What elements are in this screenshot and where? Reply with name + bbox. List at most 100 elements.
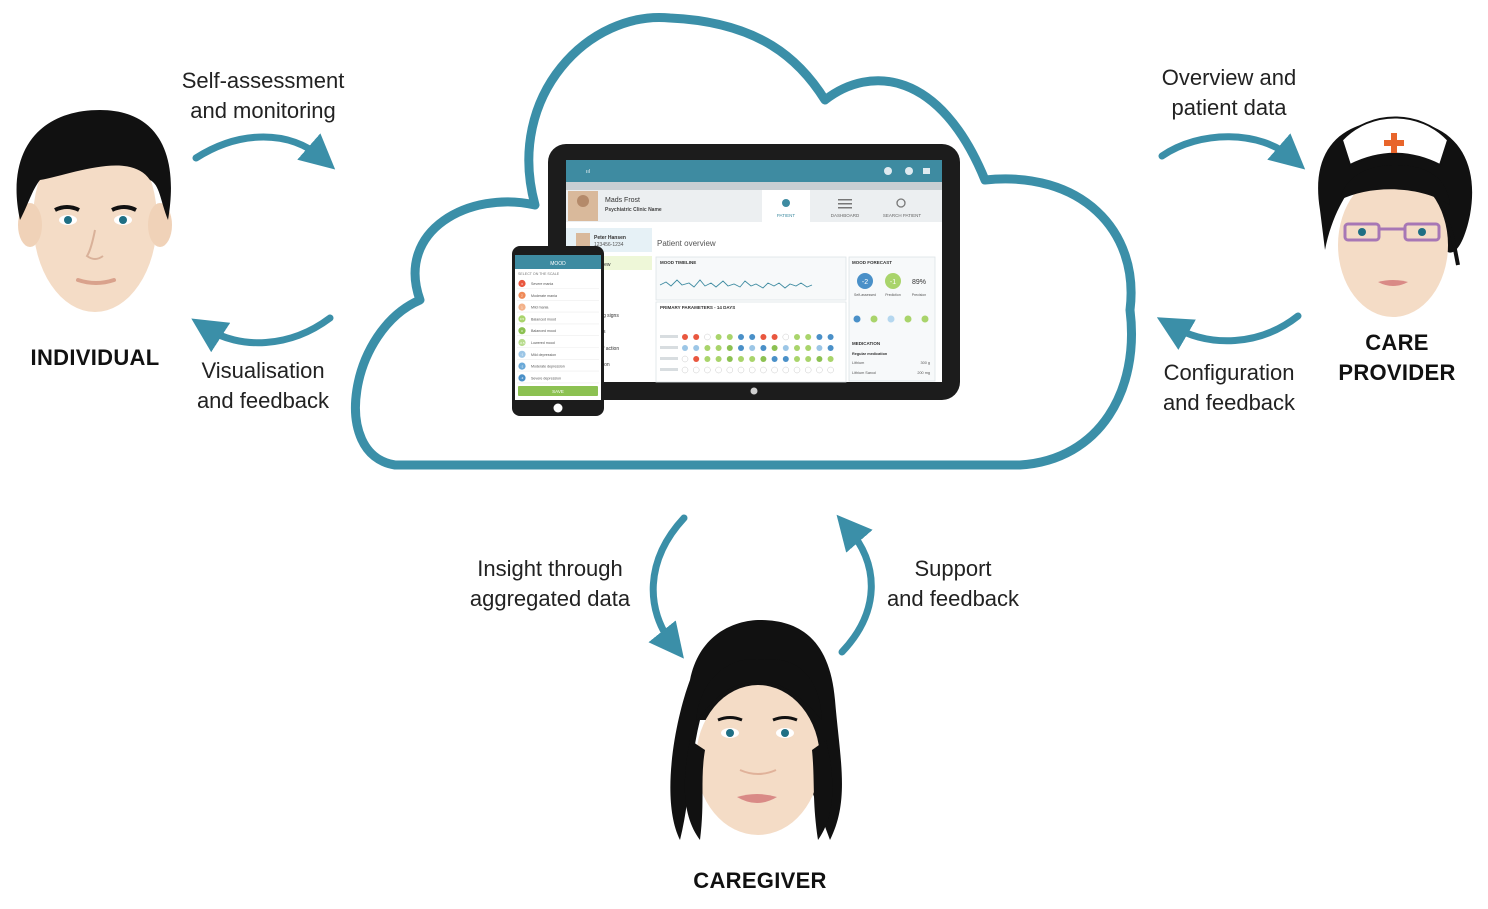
svg-text:MOOD FORECAST: MOOD FORECAST bbox=[852, 260, 892, 265]
svg-text:MOOD TIMELINE: MOOD TIMELINE bbox=[660, 260, 696, 265]
parameter-dot bbox=[816, 345, 823, 351]
parameter-dot bbox=[760, 366, 767, 374]
parameter-dot bbox=[693, 334, 700, 340]
mood-option-dot bbox=[518, 362, 526, 370]
parameter-row-label bbox=[660, 335, 678, 338]
tab-search-patient[interactable]: SEARCH PATIENT bbox=[883, 213, 922, 218]
save-button[interactable] bbox=[518, 386, 598, 396]
parameter-dot bbox=[782, 333, 790, 341]
role-caregiver: CAREGIVER bbox=[693, 868, 827, 893]
parameter-dot bbox=[794, 334, 800, 340]
parameter-dot bbox=[693, 345, 700, 351]
parameter-dot bbox=[737, 366, 745, 374]
svg-text:Self-assessed: Self-assessed bbox=[854, 293, 876, 297]
phone-header: MOOD bbox=[550, 261, 566, 267]
parameter-dot bbox=[794, 356, 800, 362]
svg-text:89%: 89% bbox=[912, 279, 926, 286]
svg-text:s: s bbox=[603, 329, 606, 335]
svg-text:Lithium Sarcol: Lithium Sarcol bbox=[852, 371, 876, 375]
parameter-dot bbox=[704, 366, 711, 374]
mood-option-value: 0 bbox=[521, 329, 523, 333]
mood-option-label: Mild mania bbox=[531, 306, 548, 310]
parameter-dot bbox=[827, 334, 834, 340]
mood-option-dot bbox=[518, 279, 526, 288]
tablet-patient-name: Mads Frost bbox=[605, 197, 640, 204]
mood-option-label: Moderate mania bbox=[531, 294, 557, 298]
mood-option-label: Lowered mood bbox=[531, 341, 555, 345]
svg-text:g signs: g signs bbox=[603, 313, 619, 319]
parameter-dot bbox=[681, 366, 689, 374]
home-button[interactable] bbox=[553, 403, 563, 413]
tab-dashboard[interactable]: DASHBOARD bbox=[831, 213, 860, 218]
mood-option-label: Severe mania bbox=[531, 282, 553, 286]
svg-text:300 g: 300 g bbox=[920, 361, 930, 365]
parameter-dot bbox=[816, 366, 823, 374]
parameter-dot bbox=[749, 345, 756, 351]
parameter-dot bbox=[704, 333, 711, 341]
parameter-dot bbox=[715, 366, 722, 374]
parameter-dot bbox=[793, 366, 801, 374]
list-patient-name: Peter Hansen bbox=[594, 235, 626, 241]
mood-option-dot bbox=[518, 350, 526, 358]
parameter-dot bbox=[760, 334, 767, 340]
parameter-dot bbox=[827, 356, 834, 362]
parameter-dot bbox=[782, 366, 790, 374]
parameter-dot bbox=[704, 356, 711, 362]
parameter-dot bbox=[715, 334, 722, 340]
person-face-icon bbox=[16, 110, 172, 312]
parameter-grid bbox=[660, 333, 834, 374]
mood-option-dot bbox=[518, 303, 526, 311]
svg-text:SELECT ON THE SCALE: SELECT ON THE SCALE bbox=[518, 272, 560, 276]
mood-option-label: Moderate depression bbox=[531, 365, 565, 369]
parameter-dot bbox=[805, 345, 812, 351]
parameter-dot bbox=[738, 356, 744, 362]
parameter-dot bbox=[816, 334, 823, 340]
mood-option-dot bbox=[518, 291, 526, 299]
arrow-icon bbox=[191, 133, 1306, 659]
mood-option[interactable]: 2 Moderate mania bbox=[517, 291, 599, 301]
mood-option-value: 2 bbox=[521, 294, 523, 298]
mood-option-value: 1 bbox=[521, 305, 523, 309]
svg-text:PRIMARY PARAMETERS - 14 DAYS: PRIMARY PARAMETERS - 14 DAYS bbox=[660, 305, 735, 310]
parameter-dot bbox=[692, 366, 700, 374]
parameter-dot bbox=[771, 345, 778, 351]
svg-text:SAVE[interactable]: SAVE bbox=[552, 389, 564, 394]
parameter-dot bbox=[827, 366, 834, 374]
nurse-face-icon bbox=[1318, 116, 1473, 317]
parameter-dot bbox=[726, 345, 733, 351]
parameter-dot bbox=[749, 356, 756, 362]
tablet-page-title: Patient overview bbox=[657, 239, 716, 248]
parameter-dot bbox=[794, 345, 800, 351]
parameter-dot bbox=[726, 334, 733, 340]
parameter-dot bbox=[681, 355, 689, 363]
mood-option[interactable]: 0 Balanced mood bbox=[517, 327, 599, 337]
svg-text:iew: iew bbox=[603, 262, 611, 268]
parameter-dot bbox=[704, 345, 711, 351]
mood-option[interactable]: 1 Mild mania bbox=[517, 303, 599, 313]
parameter-dot bbox=[805, 334, 812, 340]
parameter-dot bbox=[738, 345, 744, 351]
mood-option-dot bbox=[518, 315, 526, 323]
person-face-icon bbox=[670, 620, 842, 840]
parameter-dot bbox=[782, 356, 789, 362]
mood-option[interactable]: -0.5 Lowered mood bbox=[517, 338, 599, 348]
parameter-dot bbox=[748, 366, 756, 374]
mood-option-label: Balanced mood bbox=[531, 329, 556, 333]
svg-text:Lithium: Lithium bbox=[852, 361, 864, 365]
mood-option-value: -0.5 bbox=[519, 341, 525, 345]
mood-option-label: Balanced mood bbox=[531, 317, 556, 321]
tab-patient[interactable]: PATIENT bbox=[777, 213, 796, 218]
forecast-dots bbox=[853, 315, 929, 323]
